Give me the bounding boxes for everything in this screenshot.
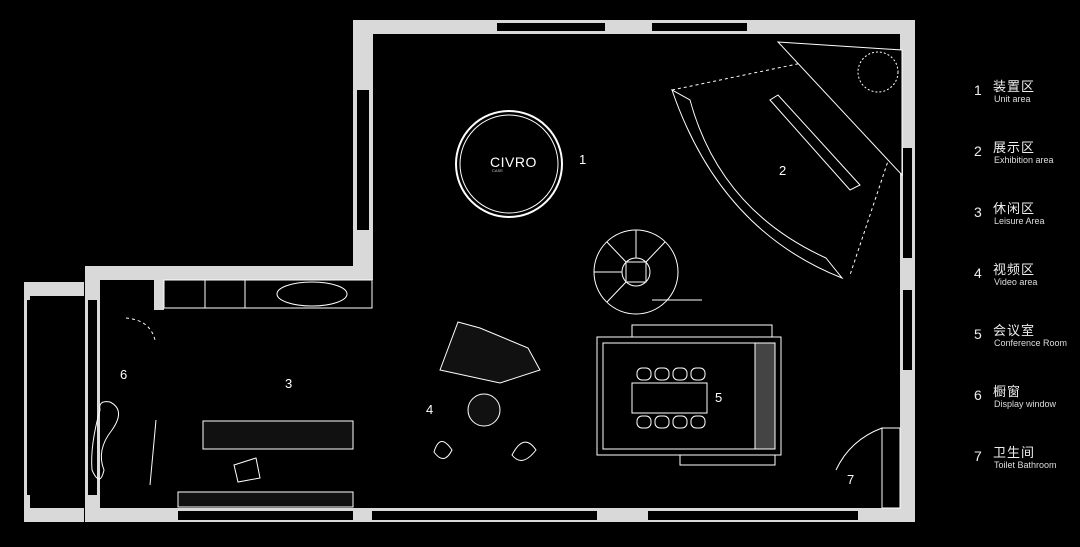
conference-table <box>631 382 708 414</box>
zone-number-4: 4 <box>426 402 434 417</box>
exhibition-rack <box>769 94 861 191</box>
brand-label: CIVRO <box>490 154 537 170</box>
legend-item-unit-area: 1 装置区 Unit area <box>974 74 1074 135</box>
chair-left <box>433 441 453 459</box>
legend-item-leisure-area: 3 休闲区 Leisure Area <box>974 196 1074 257</box>
legend-en-label: Leisure Area <box>994 216 1045 226</box>
zone-number-3: 3 <box>285 376 293 391</box>
exhibition-curved-wall <box>671 88 844 280</box>
legend-en-label: Video area <box>994 277 1038 287</box>
legend-en-label: Unit area <box>994 94 1031 104</box>
video-table <box>467 393 501 427</box>
legend-cn-label: 展示区 <box>993 140 1036 155</box>
zone-number-5: 5 <box>715 390 723 405</box>
zone-number-6: 6 <box>120 367 128 382</box>
legend-number: 3 <box>974 204 982 220</box>
plant-icon <box>857 51 899 93</box>
legend-number: 4 <box>974 265 982 281</box>
legend-item-display-window: 6 橱窗 Display window <box>974 379 1074 440</box>
legend-cn-label: 橱窗 <box>993 384 1022 399</box>
zone-number-7: 7 <box>847 472 855 487</box>
legend: 1 装置区 Unit area 2 展示区 Exhibition area 3 … <box>974 74 1074 501</box>
conference-chairs <box>636 367 706 429</box>
legend-cn-label: 装置区 <box>993 79 1036 94</box>
zone-number-1: 1 <box>579 152 587 167</box>
legend-item-toilet: 7 卫生间 Toilet Bathroom <box>974 440 1074 501</box>
toilet-door-arc <box>835 427 883 471</box>
legend-number: 6 <box>974 387 982 403</box>
fixtures <box>91 41 903 509</box>
lounge-sofa <box>439 321 541 384</box>
leisure-table <box>202 420 354 450</box>
display-window-platform <box>91 401 119 480</box>
legend-number: 2 <box>974 143 982 159</box>
legend-number: 7 <box>974 448 982 464</box>
legend-cn-label: 休闲区 <box>993 201 1036 216</box>
legend-cn-label: 会议室 <box>993 323 1036 338</box>
shelf-icon <box>204 279 246 309</box>
legend-en-label: Display window <box>994 399 1057 409</box>
legend-en-label: Exhibition area <box>994 155 1054 165</box>
legend-item-conference-room: 5 会议室 Conference Room <box>974 318 1074 379</box>
unit-area-circle <box>455 110 563 218</box>
planter-icon <box>276 281 348 307</box>
legend-item-video-area: 4 视频区 Video area <box>974 257 1074 318</box>
legend-cn-label: 卫生间 <box>993 445 1036 460</box>
leisure-chair <box>233 457 261 483</box>
window-openings <box>27 23 912 520</box>
leisure-bench <box>177 491 354 508</box>
legend-item-exhibition-area: 2 展示区 Exhibition area <box>974 135 1074 196</box>
legend-en-label: Conference Room <box>994 338 1068 348</box>
chair-right <box>511 441 537 461</box>
legend-number: 5 <box>974 326 982 342</box>
legend-number: 1 <box>974 82 982 98</box>
brand-sub-label: CASE <box>492 168 503 173</box>
legend-en-label: Toilet Bathroom <box>994 460 1057 470</box>
triangle-panel <box>776 41 903 177</box>
legend-cn-label: 视频区 <box>993 262 1036 277</box>
zone-number-2: 2 <box>779 163 787 178</box>
